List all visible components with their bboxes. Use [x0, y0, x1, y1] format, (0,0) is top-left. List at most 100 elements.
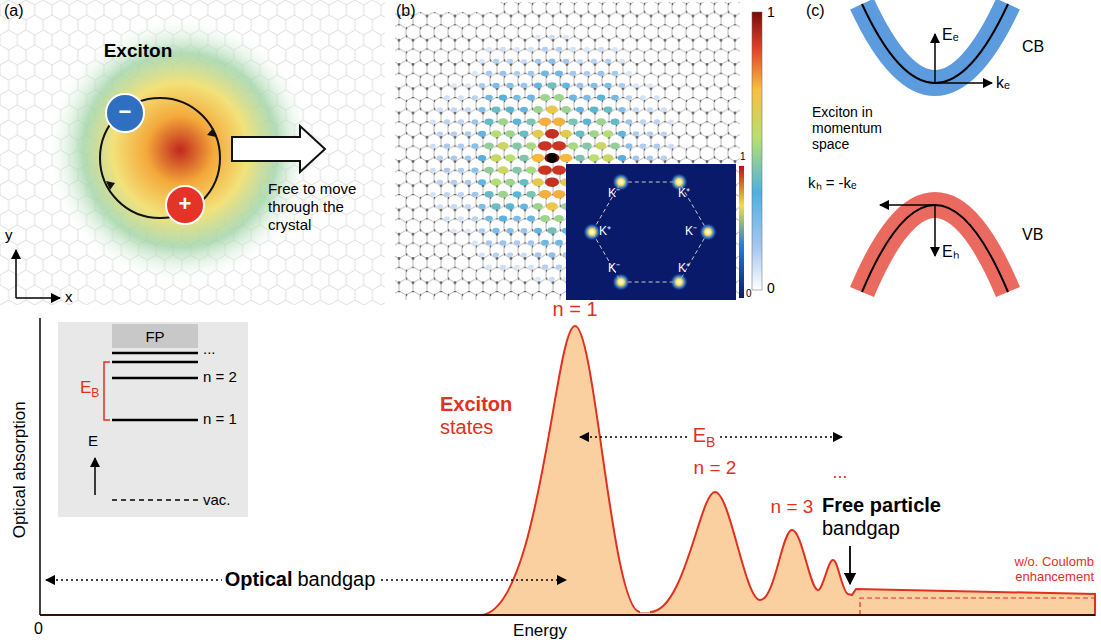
wavefunction-blob: [549, 35, 555, 40]
label-group: n = 2: [203, 368, 237, 385]
wavefunction-blob: [568, 118, 577, 125]
label-group: (c): [806, 2, 825, 20]
wavefunction-blob: [618, 155, 626, 161]
label-group: K⁻: [685, 225, 697, 239]
wavefunction-blob: [486, 265, 492, 269]
wavefunction-blob: [526, 118, 535, 125]
wavefunction-blob: [577, 83, 584, 88]
wavefunction-blob: [598, 71, 605, 76]
wavefunction-blob: [545, 153, 560, 163]
wavefunction-blob: [485, 95, 493, 101]
figure-label: Energy: [513, 621, 567, 640]
label-group: n = 1: [203, 410, 237, 427]
wavefunction-blob: [603, 106, 612, 112]
label-group: Free to move through the crystal: [268, 180, 380, 234]
figure-label: E: [80, 378, 91, 397]
wavefunction-blob: [471, 167, 478, 172]
figure-label: B: [706, 434, 715, 450]
figure-label: +: [179, 191, 192, 216]
figure-label: K⁻: [608, 261, 620, 275]
wavefunction-blob: [430, 192, 436, 196]
wavefunction-blob: [619, 83, 625, 88]
label-group: ...: [203, 340, 216, 357]
wavefunction-blob: [465, 107, 471, 112]
wavefunction-blob: [465, 228, 471, 232]
wavefunction-blob: [553, 190, 565, 198]
label-group: +: [179, 191, 192, 216]
wavefunction-blob: [478, 155, 486, 161]
wavefunction-blob: [539, 117, 551, 125]
label-group: y: [5, 226, 13, 243]
wavefunction-blob: [505, 154, 516, 161]
label-group: ...: [832, 462, 847, 483]
wavefunction-blob: [625, 143, 632, 148]
wavefunction-blob: [618, 131, 626, 137]
label-group: 0: [34, 620, 43, 638]
label-group: n = 3: [771, 496, 814, 518]
wavefunction-blob: [626, 119, 633, 124]
wavefunction-blob: [548, 59, 555, 64]
wavefunction-blob: [520, 204, 528, 210]
wavefunction-blob: [478, 107, 485, 112]
wavefunction-blob: [538, 141, 552, 150]
wavefunction-blob: [458, 192, 464, 197]
wavefunction-blob: [458, 168, 464, 173]
wavefunction-blob: [528, 265, 534, 269]
wavefunction-blob: [491, 179, 501, 186]
label-group: E: [88, 432, 98, 449]
wavefunction-blob: [541, 240, 549, 246]
wavefunction-blob: [472, 119, 479, 124]
wavefunction-blob: [668, 144, 674, 149]
wavefunction-blob: [576, 107, 584, 113]
wavefunction-blob: [437, 156, 443, 161]
wavefunction-blob: [486, 71, 492, 76]
wavefunction-blob: [668, 119, 674, 123]
wavefunction-blob: [575, 155, 584, 162]
wavefunction-blob: [493, 59, 499, 64]
wavefunction-blob: [514, 240, 520, 245]
label-group: Exciton in momentum space: [812, 104, 917, 152]
wavefunction-blob: [491, 130, 501, 137]
wavefunction-blob: [535, 35, 541, 39]
figure-label: Optical: [225, 568, 293, 590]
label-group: n = 2: [694, 457, 737, 479]
wavefunction-blob: [533, 203, 543, 210]
wavefunction-blob: [661, 131, 667, 136]
wavefunction-blob: [595, 142, 606, 150]
wavefunction-blob: [647, 131, 653, 136]
wavefunction-blob: [535, 59, 542, 64]
wavefunction-blob: [479, 83, 485, 88]
wavefunction-blob: [507, 59, 513, 64]
figure-label: x: [65, 288, 73, 305]
wavefunction-blob: [478, 204, 485, 209]
figure-label: 1: [740, 151, 746, 162]
figure-label: Free to move through the crystal: [268, 180, 356, 233]
figure-label: 0: [746, 288, 752, 299]
continuum-band: FP: [112, 324, 198, 348]
figure-label: kₑ: [996, 74, 1010, 91]
wavefunction-blob: [661, 107, 667, 112]
wavefunction-blob: [569, 95, 577, 101]
hole-position: [547, 153, 557, 163]
wavefunction-blob: [619, 59, 625, 63]
wavefunction-blob: [458, 119, 464, 124]
wavefunction-blob: [499, 215, 507, 221]
wavefunction-blob: [552, 165, 566, 174]
label-group: −: [119, 99, 132, 124]
label-group: 1: [767, 4, 775, 20]
wavefunction-blob: [520, 107, 528, 113]
wavefunction-blob: [513, 119, 522, 125]
band-label: FP: [145, 328, 164, 345]
label-group: 0: [767, 280, 775, 296]
figure-label: E: [88, 432, 98, 449]
wavefunction-blob: [497, 166, 508, 174]
label-group: EB: [80, 378, 99, 401]
label-group: Exciton: [104, 40, 173, 62]
figure-label: 1: [767, 4, 775, 20]
wavefunction-blob: [444, 216, 450, 220]
wavefunction-blob: [526, 142, 536, 149]
wavefunction-blob: [640, 119, 646, 124]
figure-label: n = 1: [203, 410, 237, 427]
wavefunction-blob: [484, 167, 494, 174]
wavefunction-blob: [506, 83, 513, 88]
